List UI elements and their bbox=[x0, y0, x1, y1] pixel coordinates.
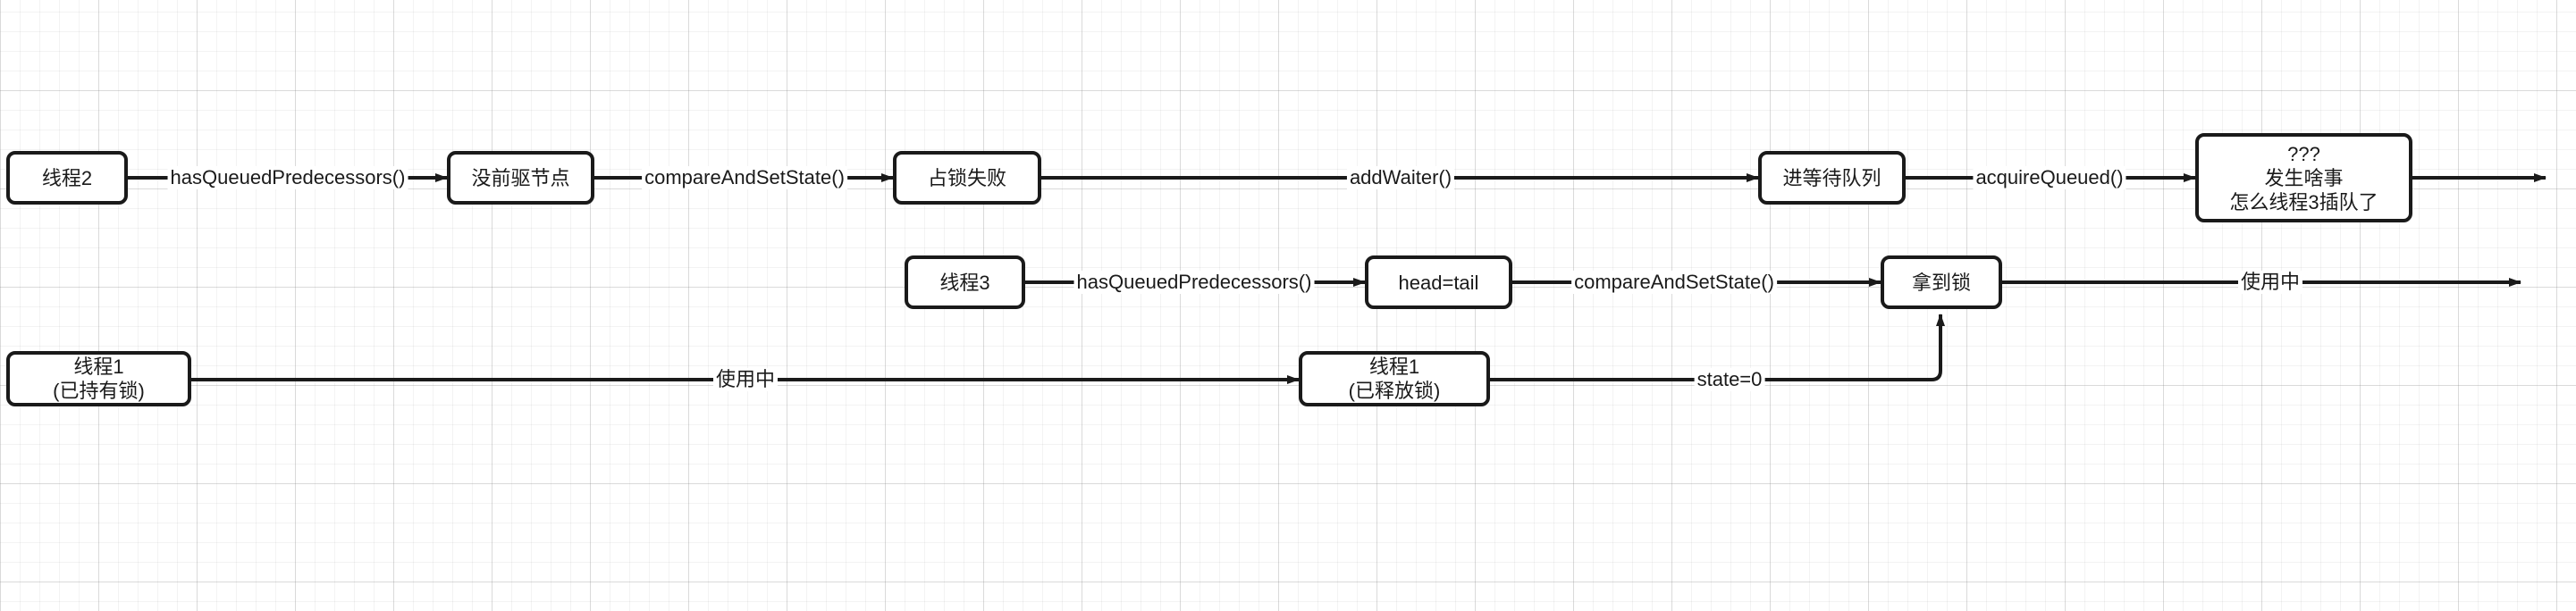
node-thread1-released-line1: 线程1 bbox=[1368, 356, 1420, 378]
edge-label-t3-has-queued: hasQueuedPredecessors() bbox=[1073, 271, 1315, 294]
edge-label-t3-in-use: 使用中 bbox=[2237, 271, 2303, 294]
node-got-lock-label: 拿到锁 bbox=[1911, 271, 1971, 294]
node-thread3[interactable]: 线程3 bbox=[905, 255, 1025, 309]
edge-label-t2-cas: compareAndSetState() bbox=[642, 166, 847, 189]
node-thread2-label: 线程2 bbox=[41, 166, 93, 189]
node-question-line1: ??? bbox=[2287, 142, 2320, 165]
node-no-predecessor-label: 没前驱节点 bbox=[471, 166, 570, 189]
edge-label-t1-in-use: 使用中 bbox=[712, 368, 779, 391]
node-lock-failed-label: 占锁失败 bbox=[927, 166, 1006, 189]
node-thread1-holding[interactable]: 线程1 (已持有锁) bbox=[6, 351, 191, 406]
node-no-predecessor[interactable]: 没前驱节点 bbox=[447, 151, 594, 205]
node-lock-failed[interactable]: 占锁失败 bbox=[893, 151, 1041, 205]
node-thread3-label: 线程3 bbox=[939, 271, 990, 294]
node-got-lock[interactable]: 拿到锁 bbox=[1881, 255, 2002, 309]
edge-label-acquire-queued: acquireQueued() bbox=[1973, 166, 2126, 189]
node-enqueue[interactable]: 进等待队列 bbox=[1758, 151, 1906, 205]
node-question-line3: 怎么线程3插队了 bbox=[2229, 190, 2378, 213]
node-enqueue-label: 进等待队列 bbox=[1782, 166, 1881, 189]
node-thread1-holding-line1: 线程1 bbox=[73, 356, 124, 378]
node-head-tail-label: head=tail bbox=[1398, 271, 1479, 294]
node-thread2[interactable]: 线程2 bbox=[6, 151, 128, 205]
edge-label-state-zero: state=0 bbox=[1694, 368, 1765, 391]
edge-label-t3-cas: compareAndSetState() bbox=[1571, 271, 1777, 294]
node-question-line2: 发生啥事 bbox=[2264, 166, 2344, 189]
node-thread1-released[interactable]: 线程1 (已释放锁) bbox=[1299, 351, 1490, 406]
node-head-tail[interactable]: head=tail bbox=[1365, 255, 1512, 309]
edge-label-add-waiter: addWaiter() bbox=[1346, 166, 1455, 189]
node-thread1-holding-line2: (已持有锁) bbox=[53, 380, 145, 402]
node-thread1-released-line2: (已释放锁) bbox=[1348, 380, 1441, 402]
edge-label-t2-has-queued: hasQueuedPredecessors() bbox=[167, 166, 408, 189]
edge-released-to-got-lock bbox=[1488, 314, 1945, 381]
node-question[interactable]: ??? 发生啥事 怎么线程3插队了 bbox=[2195, 133, 2412, 222]
